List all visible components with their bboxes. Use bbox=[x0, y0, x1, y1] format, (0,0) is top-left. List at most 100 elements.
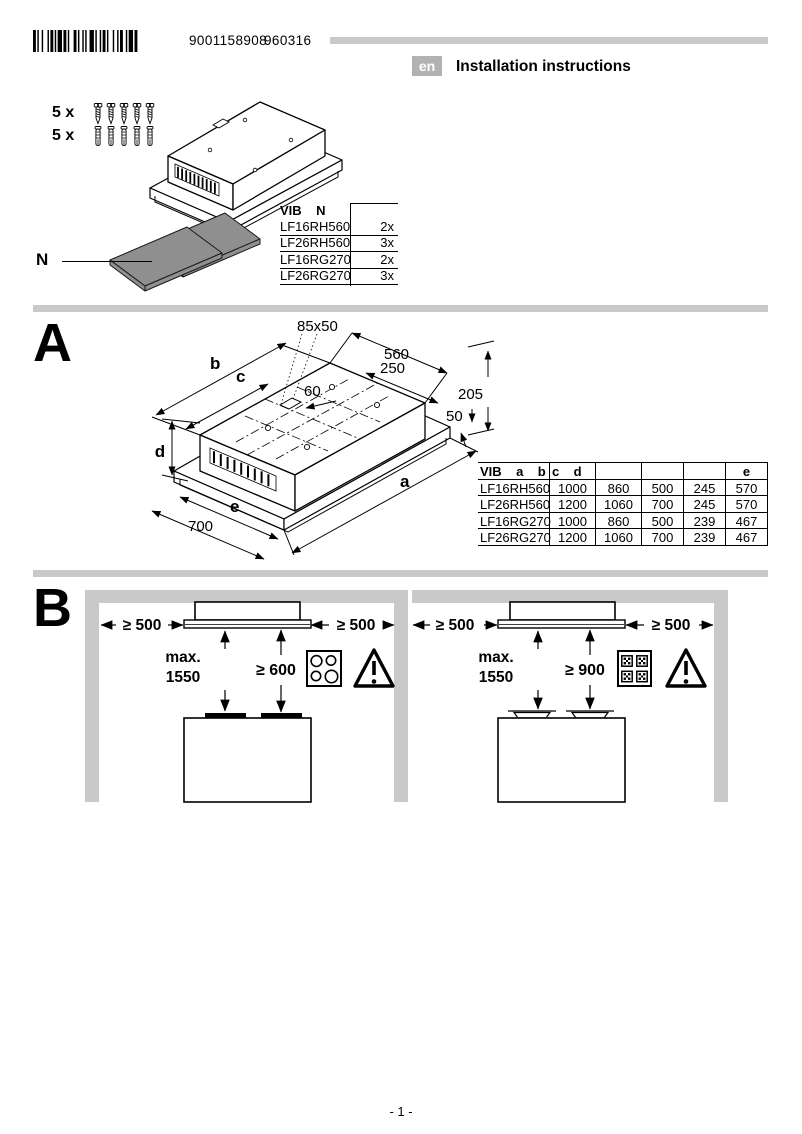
section-b-label: B bbox=[33, 578, 72, 638]
value-cell: 500 bbox=[642, 512, 684, 529]
max-height-label: max. bbox=[478, 649, 513, 666]
qty-cell: 3x bbox=[380, 235, 394, 251]
value-cell: 1000 bbox=[550, 512, 596, 529]
counter-cabinet bbox=[183, 717, 312, 803]
section-a-label: A bbox=[33, 313, 72, 373]
value-cell: 1060 bbox=[596, 529, 642, 546]
model-cell: LF26RH560 bbox=[280, 235, 351, 251]
dim-560: 560 bbox=[384, 346, 409, 363]
value-cell: 1000 bbox=[550, 479, 596, 496]
header-cell bbox=[596, 463, 642, 480]
table-row: LF26RH560 3x bbox=[280, 235, 398, 252]
label-leader-line bbox=[62, 261, 152, 262]
value-cell: 245 bbox=[684, 479, 726, 496]
dim-b: b bbox=[210, 354, 220, 373]
filter-panel-label: N bbox=[36, 250, 49, 269]
electric-hob-strip bbox=[261, 713, 302, 718]
section-b-separator-bar bbox=[33, 570, 768, 577]
model-cell: LF16RH560 bbox=[280, 218, 351, 234]
value-cell: 467 bbox=[726, 529, 768, 546]
hood-body bbox=[194, 601, 301, 621]
table-row: LF16RH560 2x bbox=[280, 219, 398, 236]
value-cell: 1200 bbox=[550, 529, 596, 546]
hood-plate bbox=[497, 619, 626, 629]
dim-50: 50 bbox=[446, 408, 463, 425]
dim-c: c bbox=[236, 367, 245, 386]
anchors-qty-label: 5 x bbox=[52, 127, 75, 144]
qty-cell: 3x bbox=[380, 268, 394, 284]
dim-205: 205 bbox=[458, 386, 483, 403]
gas-hob-icon bbox=[617, 650, 652, 687]
max-height-value: 1550 bbox=[479, 669, 513, 686]
table-row: LF16RG270 2x bbox=[280, 252, 398, 269]
page-title: Installation instructions bbox=[456, 58, 631, 75]
hood-top-details bbox=[207, 117, 294, 173]
dimensions-table: VIB a b c d e LF16RH560 1000 860 500 245… bbox=[478, 462, 768, 546]
counter-cabinet bbox=[497, 717, 626, 803]
value-cell: 1200 bbox=[550, 496, 596, 513]
value-cell: 239 bbox=[684, 529, 726, 546]
max-height-label: max. bbox=[165, 649, 200, 666]
language-badge: en bbox=[412, 56, 442, 76]
gas-burner bbox=[508, 710, 556, 719]
clearance-left-label: ≥ 500 bbox=[436, 617, 475, 634]
header-cell: VIB a b bbox=[478, 463, 550, 480]
qty-cell: 2x bbox=[380, 218, 394, 234]
header-cell bbox=[684, 463, 726, 480]
filter-panel-front bbox=[109, 226, 223, 292]
header-cell bbox=[642, 463, 684, 480]
dim-250: 250 bbox=[380, 360, 405, 377]
section-a-separator-bar bbox=[33, 305, 768, 312]
dim-e: e bbox=[230, 497, 239, 516]
hood-vent-grille bbox=[174, 163, 220, 197]
model-cell: LF16RG270 bbox=[478, 512, 551, 529]
value-cell: 570 bbox=[726, 479, 768, 496]
hood-body bbox=[509, 601, 616, 621]
dim-60: 60 bbox=[304, 383, 321, 400]
barcode-number: 9001158908 bbox=[189, 33, 268, 48]
model-cell: LF26RG270 bbox=[478, 529, 551, 546]
barcode bbox=[33, 30, 138, 52]
parts-table-header: VIB N bbox=[280, 203, 326, 218]
gas-burner bbox=[566, 710, 614, 719]
page-number: - 1 - bbox=[389, 1104, 413, 1119]
value-cell: 570 bbox=[726, 496, 768, 513]
value-cell: 860 bbox=[596, 479, 642, 496]
dim-700: 700 bbox=[188, 518, 213, 535]
dim-d: d bbox=[155, 442, 165, 461]
screws-qty-label: 5 x bbox=[52, 104, 75, 121]
table-divider bbox=[350, 203, 351, 286]
top-separator-bar bbox=[330, 37, 768, 44]
clearance-right-label: ≥ 500 bbox=[337, 617, 376, 634]
electric-hob-icon bbox=[306, 650, 342, 687]
dimension-lines bbox=[151, 332, 495, 560]
value-cell: 700 bbox=[642, 529, 684, 546]
value-cell: 239 bbox=[684, 512, 726, 529]
value-cell: 860 bbox=[596, 512, 642, 529]
diagram-electric: ≥ 500 ≥ 500 max. 1550 ≥ 600 bbox=[100, 601, 395, 803]
hob-distance-label: ≥ 600 bbox=[256, 662, 296, 679]
clearance-arrows bbox=[100, 620, 395, 713]
dimension-drawing: 85x50 b c 560 250 60 d a e 700 205 50 bbox=[151, 318, 495, 560]
drawing-base-lip bbox=[179, 438, 447, 533]
header-cell: c d bbox=[550, 463, 596, 480]
clearance-right-label: ≥ 500 bbox=[652, 617, 691, 634]
hob-distance-label: ≥ 900 bbox=[565, 662, 605, 679]
electric-hob-strip bbox=[205, 713, 246, 718]
dim-cutout: 85x50 bbox=[297, 318, 338, 335]
walls-and-ceiling bbox=[85, 590, 728, 802]
model-cell: LF16RH560 bbox=[478, 479, 551, 496]
hood-plate bbox=[183, 619, 312, 629]
parts-quantity-table: VIB N LF16RH560 2x LF26RH560 3x LF16RG27… bbox=[280, 203, 398, 285]
max-height-value: 1550 bbox=[166, 669, 200, 686]
model-cell: LF26RG270 bbox=[280, 268, 351, 284]
table-topline bbox=[350, 203, 398, 204]
hood-parts-figure bbox=[109, 101, 343, 292]
warning-icon bbox=[665, 648, 707, 688]
hood-body bbox=[167, 101, 326, 211]
value-cell: 245 bbox=[684, 496, 726, 513]
dim-a: a bbox=[400, 472, 410, 491]
qty-cell: 2x bbox=[380, 251, 394, 267]
header-cell: e bbox=[726, 463, 768, 480]
